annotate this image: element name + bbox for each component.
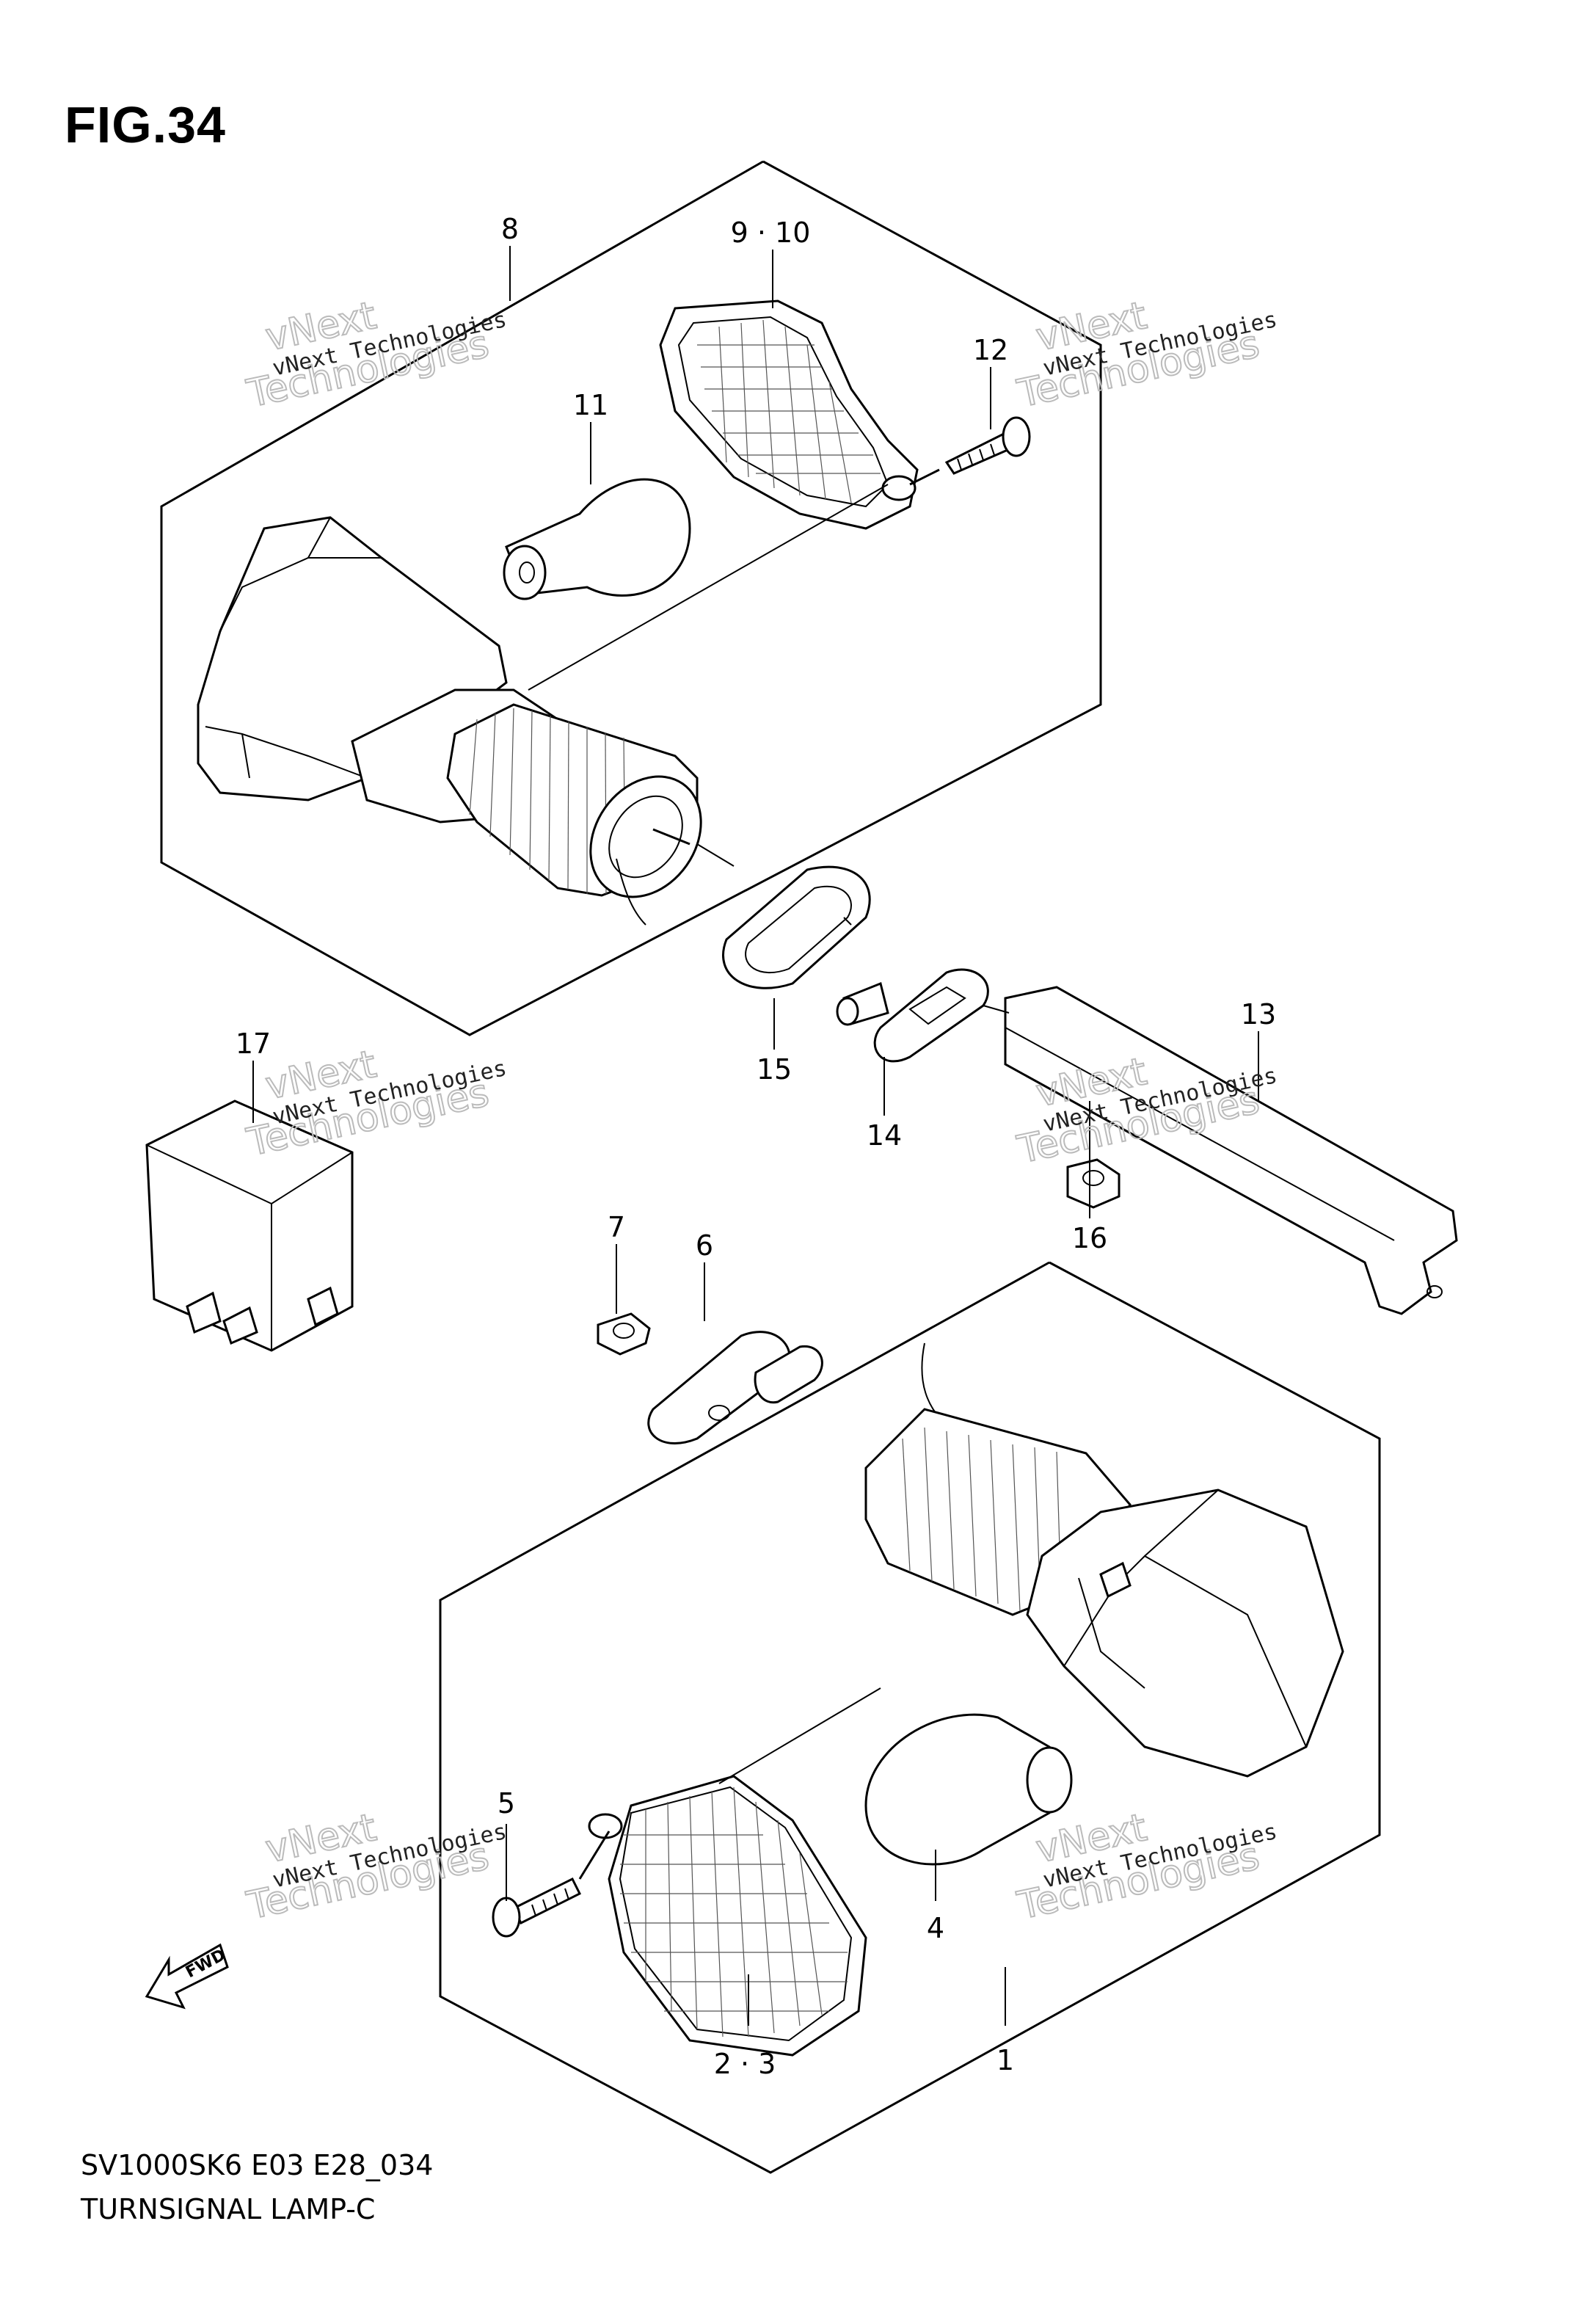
callout-13: 13 <box>1241 998 1276 1030</box>
assembly-axis-lines <box>528 484 1010 1784</box>
lower-assembly-outline <box>439 1261 1381 2174</box>
fwd-arrow: FWD <box>145 1943 229 2010</box>
upper-assembly-outline <box>160 160 1102 1036</box>
callout-6: 6 <box>696 1229 713 1262</box>
leader-lines <box>252 246 1259 2026</box>
watermark-top-left: vNext Technologies vNext Technologies <box>242 293 509 417</box>
callout-11: 11 <box>573 389 608 421</box>
upper-lens <box>659 299 919 530</box>
callout-4: 4 <box>927 1912 944 1944</box>
callout-16: 16 <box>1072 1222 1107 1254</box>
lower-bulb <box>864 1713 1073 1866</box>
watermark-top-right: vNext Technologies vNext Technologies <box>1013 293 1279 417</box>
callout-labels: 1 2 · 3 4 5 6 7 8 9 · 10 11 12 13 14 15 … <box>236 213 1276 2080</box>
watermark-bottom-right: vNext Technologies vNext Technologies <box>1013 1805 1279 1929</box>
callout-8: 8 <box>501 213 519 245</box>
gasket-15 <box>722 865 871 989</box>
screw-5 <box>492 1831 611 1938</box>
callout-1: 1 <box>996 2044 1014 2076</box>
cushion-6 <box>647 1331 823 1444</box>
callout-14: 14 <box>867 1119 902 1152</box>
callout-2-3: 2 · 3 <box>714 2048 776 2080</box>
lower-lens <box>588 1775 867 2057</box>
watermark-bottom-left: vNext Technologies vNext Technologies <box>242 1805 509 1929</box>
watermark-mid-left: vNext Technologies vNext Technologies <box>242 1042 509 1166</box>
lower-lamp-housing <box>864 1342 1344 1778</box>
cushion-14 <box>836 968 989 1063</box>
callout-7: 7 <box>608 1211 625 1243</box>
callout-5: 5 <box>498 1787 515 1820</box>
callout-17: 17 <box>236 1028 271 1060</box>
nut-7 <box>597 1312 651 1356</box>
nut-16 <box>1066 1158 1121 1209</box>
figure-name: TURNSIGNAL LAMP-C <box>81 2193 376 2225</box>
callout-15: 15 <box>757 1053 792 1086</box>
callout-12: 12 <box>973 334 1008 366</box>
figure-title: FIG.34 <box>65 96 226 153</box>
figure-code: SV1000SK6 E03 E28_034 <box>81 2149 434 2181</box>
relay-17 <box>145 1099 354 1352</box>
upper-lamp-housing <box>197 516 702 926</box>
screw-12 <box>909 416 1031 486</box>
bracket-13 <box>1004 986 1458 1315</box>
upper-bulb <box>503 478 691 600</box>
callout-9-10: 9 · 10 <box>731 217 811 249</box>
